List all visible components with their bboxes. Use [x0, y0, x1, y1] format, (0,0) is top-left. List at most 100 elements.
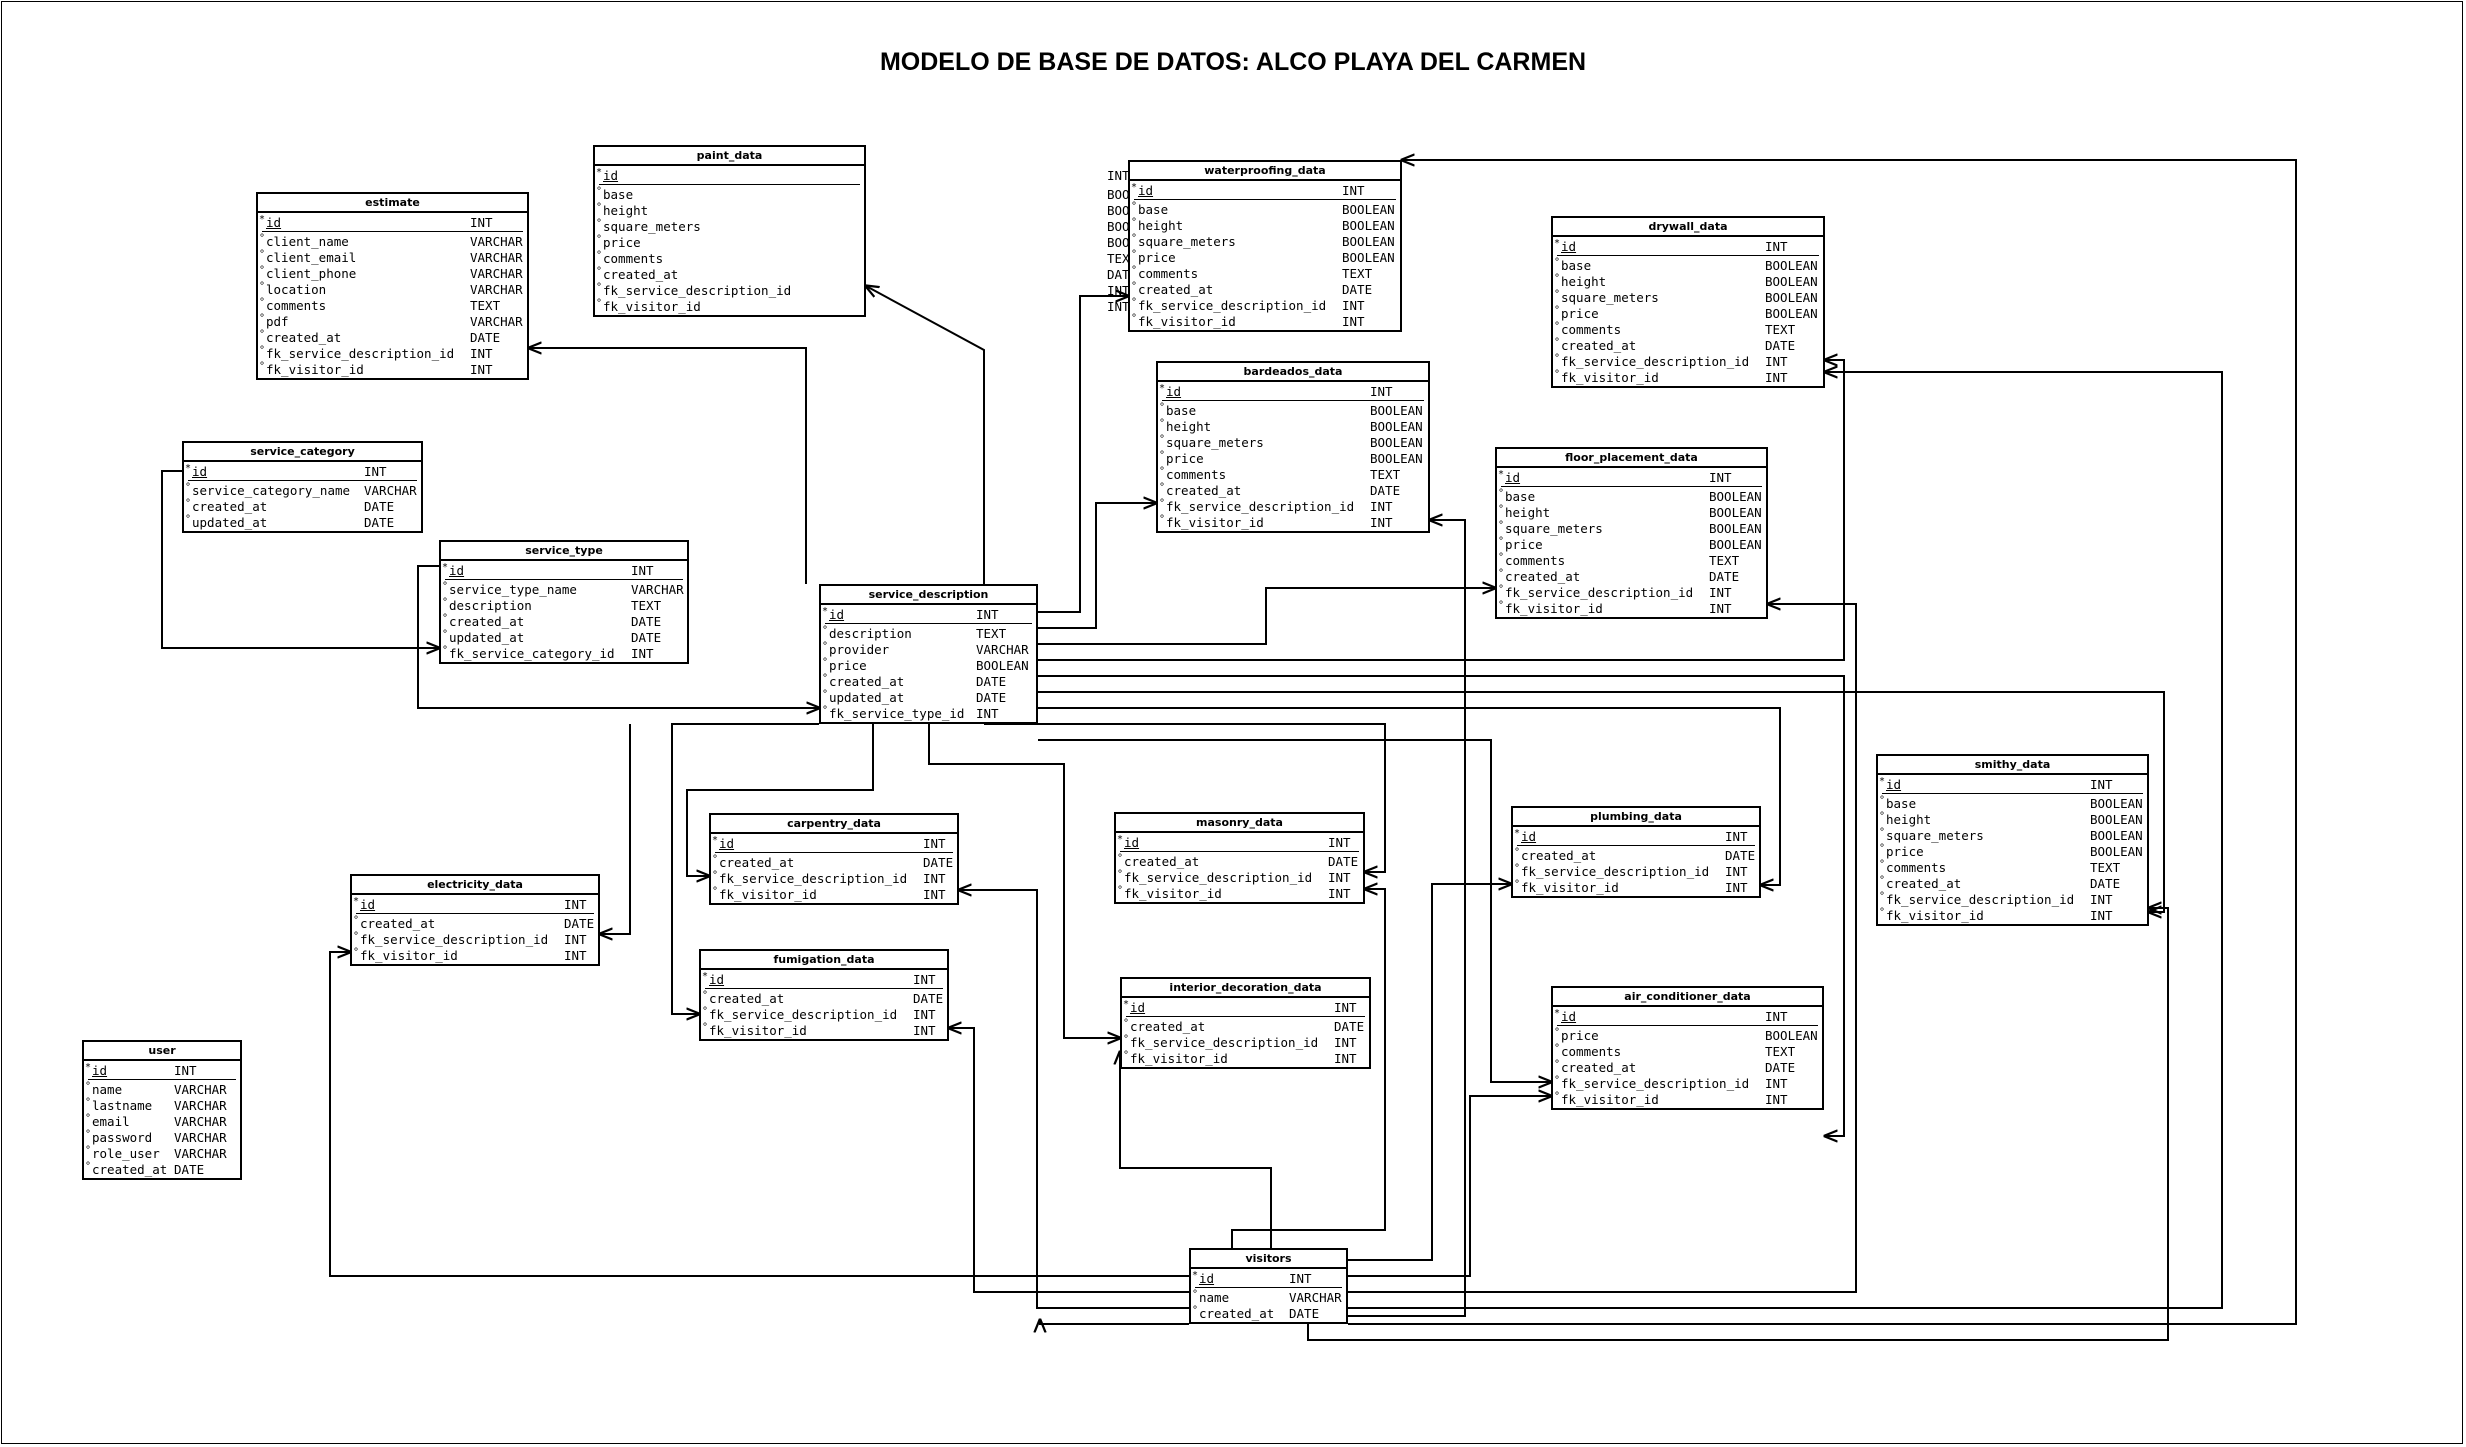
field-type: TEXT	[2090, 860, 2121, 875]
field-type: VARCHAR	[364, 483, 417, 498]
field-marker-icon: °	[1159, 450, 1166, 461]
field-type: INT	[976, 607, 999, 622]
field-type: VARCHAR	[1289, 1290, 1342, 1305]
table-title: fumigation_data	[701, 951, 947, 970]
field-name: fk_visitor_id	[719, 887, 817, 902]
field-name: id	[603, 168, 619, 183]
field-name: created_at	[1166, 483, 1242, 498]
relationship-line	[1348, 604, 1857, 1293]
field-type: INT	[1765, 1009, 1788, 1024]
field-marker-icon: °	[1131, 281, 1138, 292]
field-type: INT	[1725, 829, 1748, 844]
field-marker-icon: °	[85, 1161, 92, 1172]
field-marker-icon: °	[442, 581, 449, 592]
field-marker-icon: °	[85, 1113, 92, 1124]
field-marker-icon: *	[185, 463, 192, 474]
field-name: price	[1886, 844, 1924, 859]
relationship-line	[1038, 503, 1156, 629]
field-name: id	[829, 607, 845, 622]
field-marker-icon: °	[1498, 504, 1505, 515]
field-marker-icon: °	[596, 266, 603, 277]
field-type: BOOLEAN	[1709, 489, 1762, 504]
field-marker-icon: °	[1554, 257, 1561, 268]
field-type: DATE	[1765, 338, 1796, 353]
field-type: BOOLEAN	[1709, 537, 1762, 552]
relationship-line	[417, 565, 819, 708]
field-name: id	[719, 836, 735, 851]
field-marker-icon: °	[185, 498, 192, 509]
field-name: name	[92, 1082, 123, 1097]
field-type: VARCHAR	[470, 234, 523, 249]
relationship-line	[329, 952, 1189, 1277]
field-marker-icon: °	[85, 1145, 92, 1156]
field-type: BOOLEAN	[1342, 234, 1395, 249]
field-type: BOOLEAN	[976, 658, 1029, 673]
field-type: INT	[1334, 1051, 1357, 1066]
field-marker-icon: *	[85, 1062, 92, 1073]
table-paint-data[interactable]: paint_data*idINT°baseBOOLEAN°heightBOOLE…	[593, 145, 1160, 317]
field-name: fk_visitor_id	[1561, 370, 1659, 385]
field-name: created_at	[266, 330, 342, 345]
field-name: fk_visitor_id	[1130, 1051, 1228, 1066]
relationship-line	[529, 348, 807, 584]
relationship-line	[959, 890, 1189, 1309]
field-type: VARCHAR	[174, 1130, 227, 1145]
field-type: VARCHAR	[976, 642, 1029, 657]
field-type: INT	[1709, 470, 1732, 485]
field-name: fk_visitor_id	[709, 1023, 807, 1038]
field-marker-icon: °	[1498, 600, 1505, 611]
field-name: created_at	[1561, 1060, 1637, 1075]
field-marker-icon: *	[1131, 182, 1138, 193]
field-type: VARCHAR	[470, 250, 523, 265]
table-title: drywall_data	[1553, 218, 1823, 237]
field-name: price	[829, 658, 867, 673]
field-name: created_at	[1130, 1019, 1206, 1034]
field-name: id	[92, 1063, 108, 1078]
field-type: INT	[1765, 1076, 1788, 1091]
field-marker-icon: °	[1159, 514, 1166, 525]
field-name: email	[92, 1114, 130, 1129]
field-name: created_at	[1124, 854, 1200, 869]
field-type: INT	[1328, 870, 1351, 885]
